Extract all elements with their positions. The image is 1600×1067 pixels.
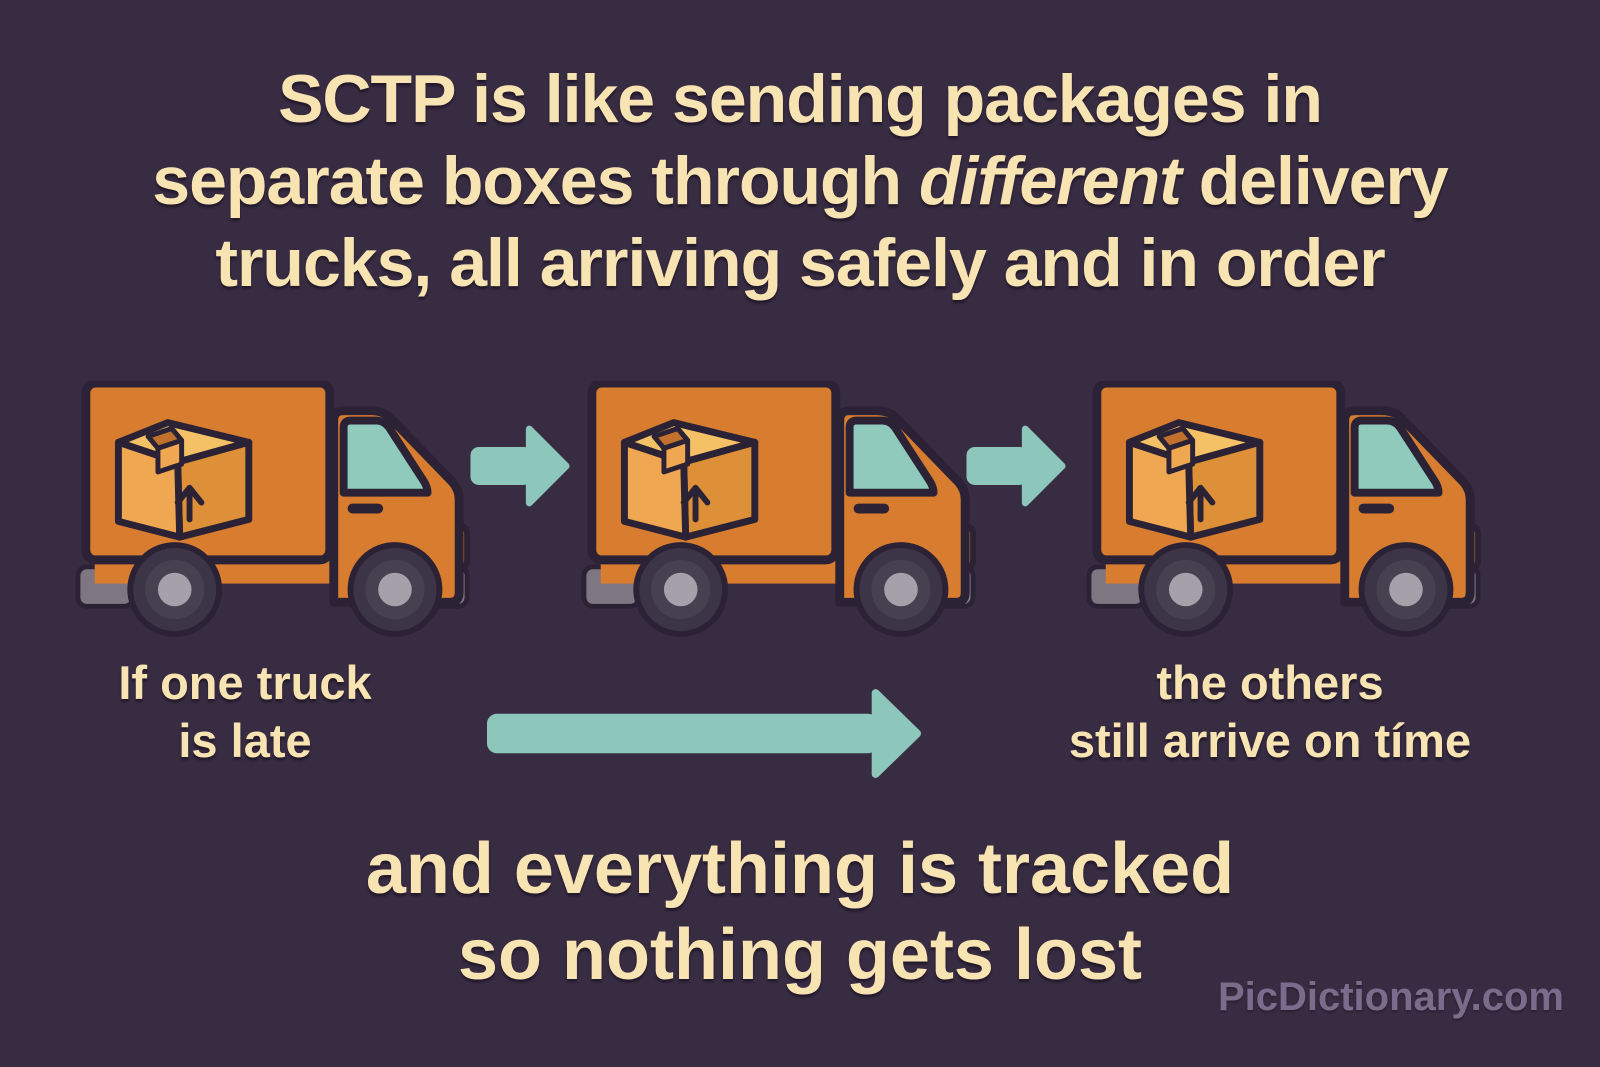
headline-line-2: separate boxes through different deliver… [152,143,1449,219]
flow-arrow-icon [966,421,1068,511]
headline-line-1: SCTP is like sending packages in [278,61,1323,137]
watermark: PicDictionary.com [1217,975,1564,1019]
headline-line-3: trucks, all arriving safely and in order [215,225,1385,301]
caption-others-on-time: the others still arrive on tíme [1068,656,1472,767]
caption-tracking: and everything is tracked so nothing get… [365,829,1235,995]
delivery-truck-icon [1084,381,1484,638]
caption-late-truck: If one truck is late [118,656,372,767]
flow-arrow-icon [470,421,572,511]
delivery-truck-icon [579,381,979,638]
headline-italic-word: different [919,143,1182,219]
headline: SCTP is like sending packages in separat… [0,58,1600,304]
delivery-truck-icon [73,381,473,638]
timeline-arrow-icon [487,689,921,778]
